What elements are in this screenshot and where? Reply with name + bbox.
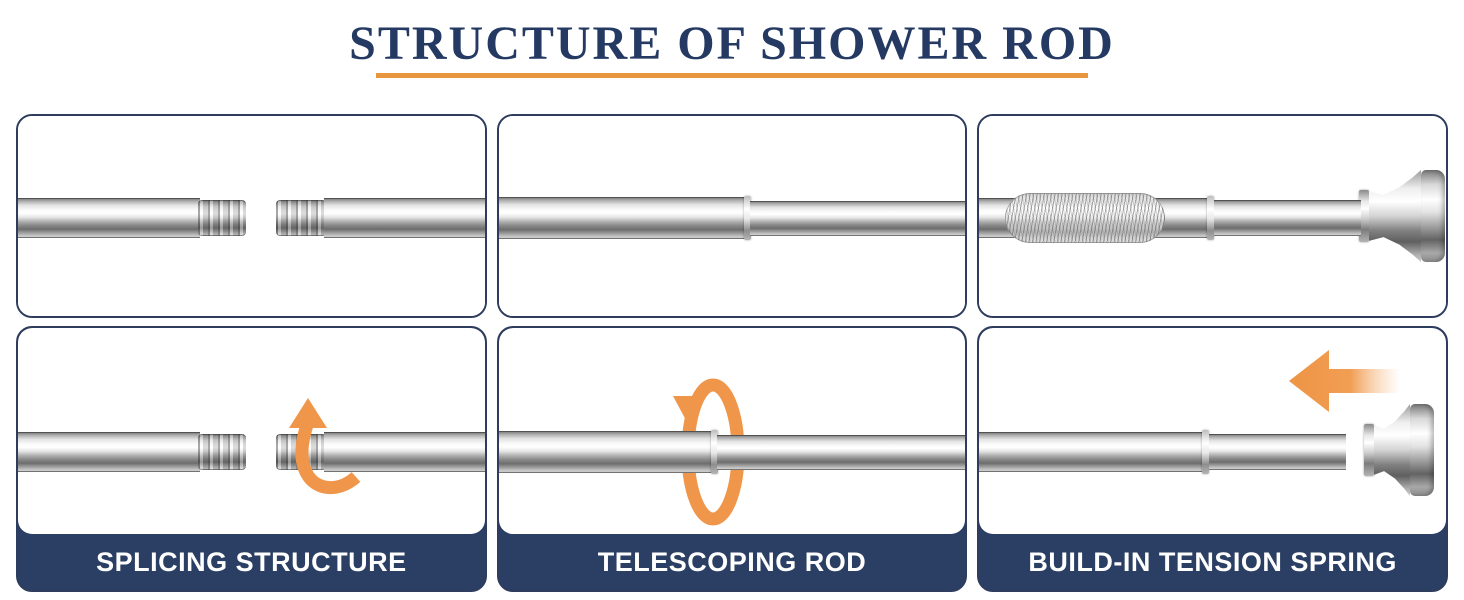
rod-right-segment (324, 198, 485, 238)
panel-telescoping-detail (496, 114, 968, 318)
end-cap-collar (1363, 424, 1374, 476)
inner-tube (717, 435, 966, 470)
left-arrow-icon (1289, 350, 1402, 412)
rod-left-ribbed-end (198, 200, 246, 236)
splicing-detail-figure (18, 116, 485, 316)
rod-right-segment (324, 432, 485, 472)
tension-spring-figure (979, 328, 1446, 534)
tension-spring-label: BUILD-IN TENSION SPRING (1028, 546, 1397, 577)
panel-grid: SPLICING STRUCTURE TELESCOPING ROD (16, 114, 1448, 592)
telescoping-detail-figure (498, 116, 966, 316)
rod-left-segment (18, 198, 200, 238)
rod-right-ribbed-end (276, 200, 326, 236)
end-cap-flange (1420, 170, 1445, 262)
tube-joint-collar (1206, 196, 1214, 240)
panel-splicing-detail (16, 114, 487, 318)
tube-joint-collar (1202, 430, 1210, 474)
inner-tube (749, 201, 966, 236)
outer-tube (979, 432, 1204, 472)
rotate-up-arrow-icon (289, 398, 361, 495)
panel-tension-spring: BUILD-IN TENSION SPRING (977, 326, 1448, 592)
panel-splicing-structure: SPLICING STRUCTURE (16, 326, 487, 592)
panel-spring-detail (977, 114, 1448, 318)
outer-tube (498, 197, 746, 239)
header: STRUCTURE OF SHOWER ROD (0, 0, 1464, 78)
rod-left-segment (18, 432, 200, 472)
inner-tube (1209, 434, 1346, 470)
splicing-structure-figure (18, 328, 485, 534)
rod-left-ribbed-end (198, 434, 246, 470)
end-cap-trumpet (1373, 404, 1410, 496)
splicing-structure-label: SPLICING STRUCTURE (96, 546, 407, 577)
panel-telescoping-rod: TELESCOPING ROD (496, 326, 968, 592)
spring-detail-figure (979, 116, 1446, 316)
tension-spring (1005, 193, 1166, 243)
inner-tube (1213, 200, 1361, 236)
title-underline (376, 73, 1088, 78)
outer-tube (498, 431, 714, 473)
page-title: STRUCTURE OF SHOWER ROD (349, 17, 1115, 70)
end-cap-trumpet (1368, 170, 1421, 262)
end-cap-flange (1409, 404, 1434, 496)
telescoping-rod-figure (498, 328, 966, 534)
rotate-ring-arrowhead-icon (672, 396, 703, 424)
tube-joint-collar (711, 430, 719, 474)
tube-joint-collar (743, 196, 751, 240)
telescoping-rod-label: TELESCOPING ROD (597, 546, 867, 577)
end-cap-collar (1358, 190, 1369, 242)
